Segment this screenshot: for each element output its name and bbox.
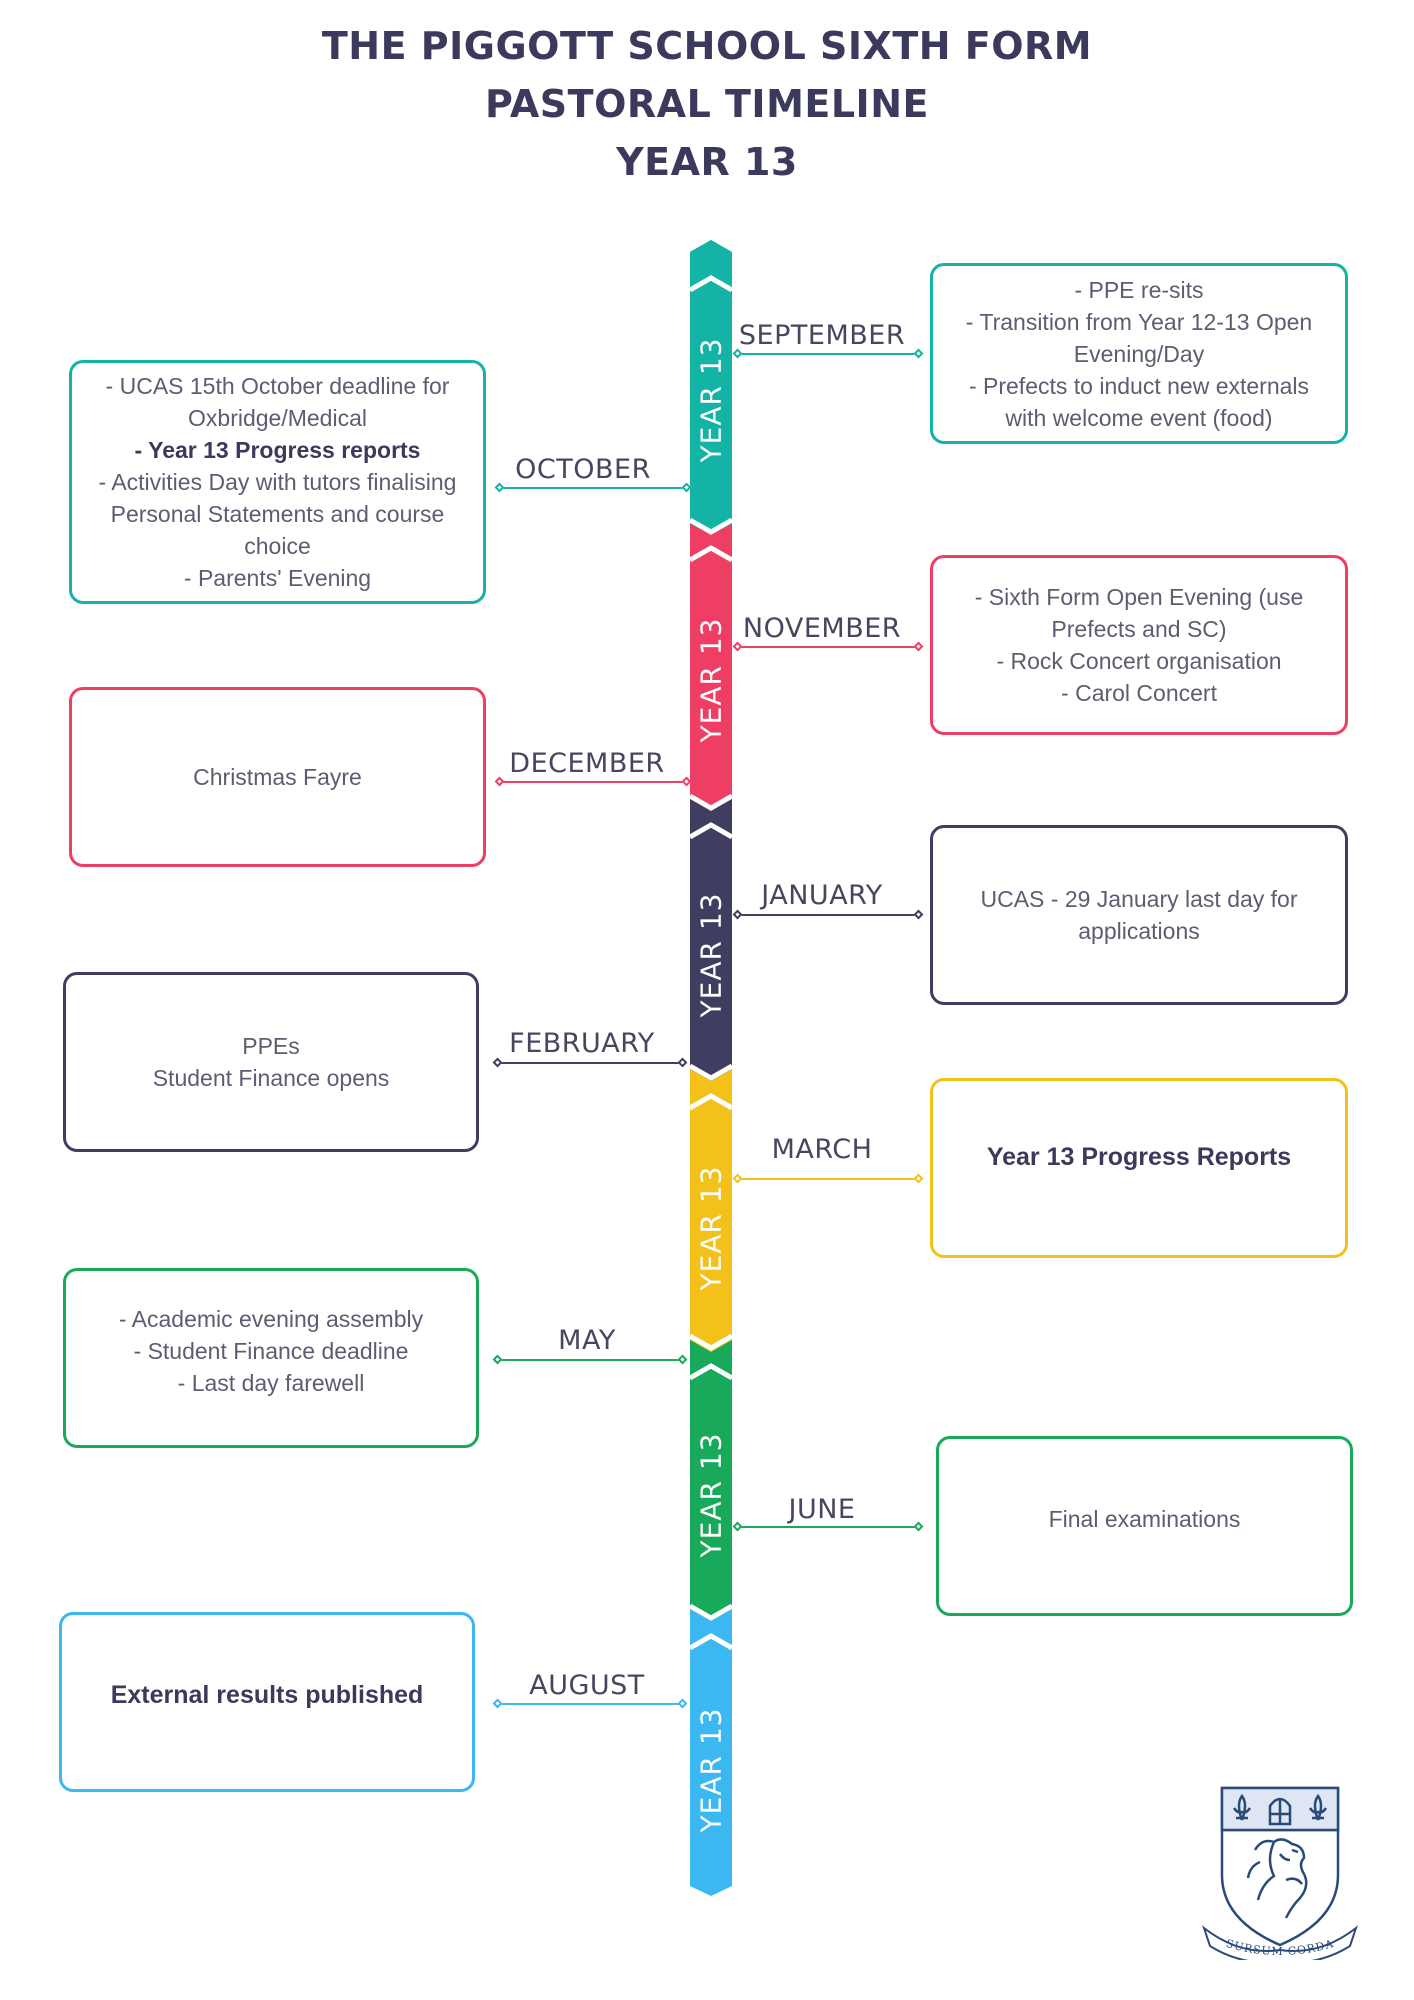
spine-segment-navy <box>690 799 732 1085</box>
event-line: Evening/Day <box>1073 340 1205 367</box>
crest-ribbon <box>1202 1925 1358 1960</box>
connector-dot <box>913 1521 924 1532</box>
spine-segment-yellow <box>690 1069 732 1356</box>
event-line: - Student Finance deadline <box>133 1338 409 1364</box>
connector-november <box>738 646 918 648</box>
connector-dot <box>492 1354 503 1365</box>
connector-dot <box>913 1173 924 1184</box>
spine-segment-green <box>690 1340 732 1625</box>
month-label-may: MAY <box>558 1325 616 1356</box>
connector-march <box>738 1178 918 1180</box>
event-line: Personal Statements and course <box>110 501 445 527</box>
connector-june <box>738 1526 918 1528</box>
event-box-october: - UCAS 15th October deadline for Oxbridg… <box>69 360 486 604</box>
segment-label-navy: YEAR 13 <box>694 892 728 1018</box>
event-line: - Carol Concert <box>1061 680 1217 706</box>
segment-label-yellow: YEAR 13 <box>694 1165 728 1291</box>
event-line: - Sixth Form Open Evening (use <box>974 584 1304 610</box>
month-label-february: FEBRUARY <box>509 1028 655 1059</box>
page-title-line-2: PASTORAL TIMELINE <box>485 82 929 126</box>
page-title-line-1: THE PIGGOTT SCHOOL SIXTH FORM <box>321 24 1093 68</box>
month-label-november: NOVEMBER <box>742 613 902 644</box>
event-line: Oxbridge/Medical <box>188 405 367 431</box>
event-line: - Rock Concert organisation <box>996 648 1282 674</box>
event-line: Prefects and SC) <box>1051 616 1227 642</box>
month-label-january: JANUARY <box>761 880 883 911</box>
event-box-november: - Sixth Form Open Evening (use Prefects … <box>930 555 1348 735</box>
page-title-line-3: YEAR 13 <box>616 140 798 184</box>
month-label-september: SEPTEMBER <box>738 320 906 351</box>
connector-dot <box>492 1057 503 1068</box>
connector-dot <box>913 909 924 920</box>
event-line: PPEs <box>242 1033 300 1059</box>
month-label-june: JUNE <box>788 1494 856 1525</box>
connector-dot <box>677 1057 688 1068</box>
event-line: Student Finance opens <box>152 1065 390 1091</box>
segment-label-pink: YEAR 13 <box>694 617 728 743</box>
event-box-may: - Academic evening assembly - Student Fi… <box>63 1268 479 1448</box>
connector-august <box>498 1703 684 1705</box>
event-box-september: - PPE re-sits - Transition from Year 12-… <box>930 263 1348 444</box>
event-box-december: Christmas Fayre <box>69 687 486 867</box>
event-box-january: UCAS - 29 January last day for applicati… <box>930 825 1348 1005</box>
connector-dot <box>677 1698 688 1709</box>
event-line: - Activities Day with tutors finalising <box>98 469 457 495</box>
event-line: Christmas Fayre <box>193 764 362 790</box>
connector-january <box>738 914 918 916</box>
connector-dot <box>913 348 924 359</box>
school-crest-icon: SURSUM·CORDA <box>1202 1786 1358 1960</box>
event-line: - Transition from Year 12-13 Open <box>965 308 1313 335</box>
spine-segment-blue <box>690 1609 732 1896</box>
timeline-spine <box>690 240 732 1896</box>
connector-dot <box>732 1173 743 1184</box>
event-line: - Year 13 Progress reports <box>134 437 421 463</box>
segment-label-teal: YEAR 13 <box>694 337 728 463</box>
month-label-october: OCTOBER <box>515 454 651 485</box>
connector-dot <box>677 1354 688 1365</box>
month-label-december: DECEMBER <box>509 748 665 779</box>
event-line: applications <box>1078 918 1200 944</box>
event-line: - PPE re-sits <box>1074 276 1204 303</box>
connector-may <box>498 1359 684 1361</box>
event-box-february: PPEs Student Finance opens <box>63 972 479 1152</box>
event-line: - Prefects to induct new externals <box>968 372 1310 399</box>
event-line: UCAS - 29 January last day for <box>980 886 1298 912</box>
event-line: - Parents' Evening <box>183 565 372 591</box>
segment-label-blue: YEAR 13 <box>694 1707 728 1833</box>
event-line: - UCAS 15th October deadline for <box>105 373 450 399</box>
month-label-march: MARCH <box>771 1134 873 1165</box>
segment-label-green: YEAR 13 <box>694 1432 728 1558</box>
event-box-june: Final examinations <box>936 1436 1353 1616</box>
event-line: Final examinations <box>1048 1506 1241 1532</box>
event-box-august: External results published <box>59 1612 475 1792</box>
spine-cap-teal <box>690 240 732 288</box>
connector-february <box>498 1062 684 1064</box>
spine-segment-pink <box>690 524 732 815</box>
event-box-march: Year 13 Progress Reports <box>930 1078 1348 1258</box>
connector-december <box>500 781 688 783</box>
spine-segment-teal <box>690 240 732 540</box>
connector-september <box>738 353 918 355</box>
connector-dot <box>913 641 924 652</box>
month-label-august: AUGUST <box>529 1670 645 1701</box>
connector-october <box>500 487 688 489</box>
event-line: External results published <box>110 1681 424 1709</box>
event-line: - Academic evening assembly <box>118 1306 424 1332</box>
event-line: choice <box>244 533 311 559</box>
connector-dot <box>732 909 743 920</box>
event-line: - Last day farewell <box>177 1370 365 1396</box>
event-line: with welcome event (food) <box>1005 404 1273 431</box>
event-line: Year 13 Progress Reports <box>986 1143 1292 1171</box>
